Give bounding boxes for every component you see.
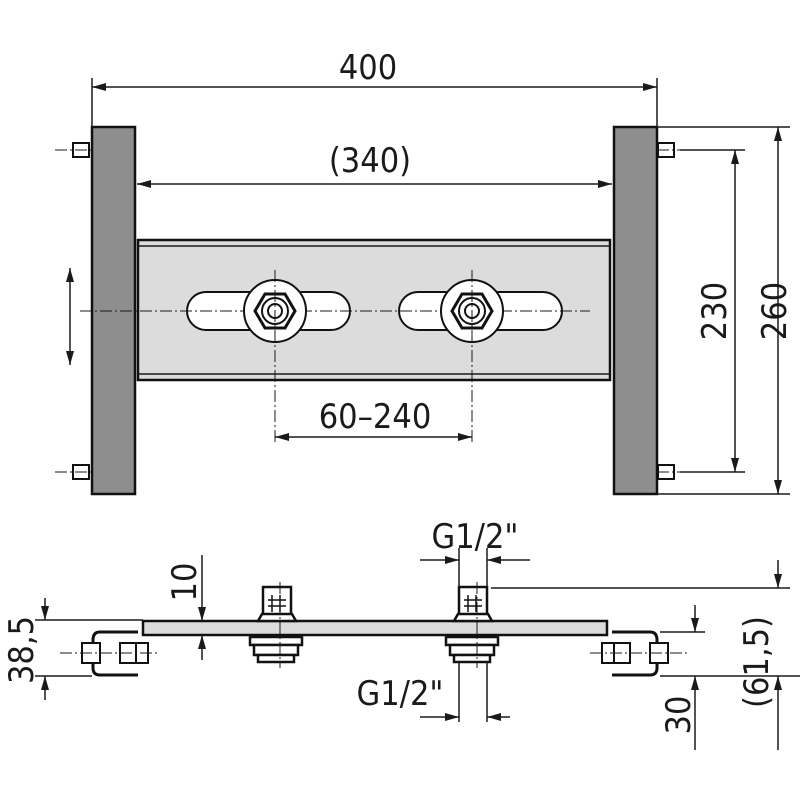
left-side-fitting: [248, 585, 304, 664]
side-view: G1/2" G1/2" 10 38,5 30 (61,5): [2, 517, 800, 750]
dim-overall-height: 260: [755, 282, 795, 340]
right-post: [612, 125, 659, 496]
dim-fitting-spacing: 60–240: [319, 397, 432, 437]
dim-thread-top: G1/2": [432, 517, 519, 557]
dim-bolt-spacing: 230: [695, 282, 735, 340]
dim-inner-width: (340): [329, 141, 411, 181]
dim-plate-offset: 10: [165, 563, 205, 602]
dim-thread-bottom: G1/2": [357, 674, 444, 714]
right-side-fitting: [444, 585, 500, 664]
dim-total-depth: (61,5): [737, 616, 777, 708]
dim-bracket-depth: 38,5: [2, 616, 42, 684]
top-view: 400 (340) 60–240 230 260: [55, 48, 795, 496]
side-plate: [141, 619, 609, 637]
dim-overall-width: 400: [339, 48, 397, 88]
dim-bottom-offset: 30: [659, 696, 699, 735]
